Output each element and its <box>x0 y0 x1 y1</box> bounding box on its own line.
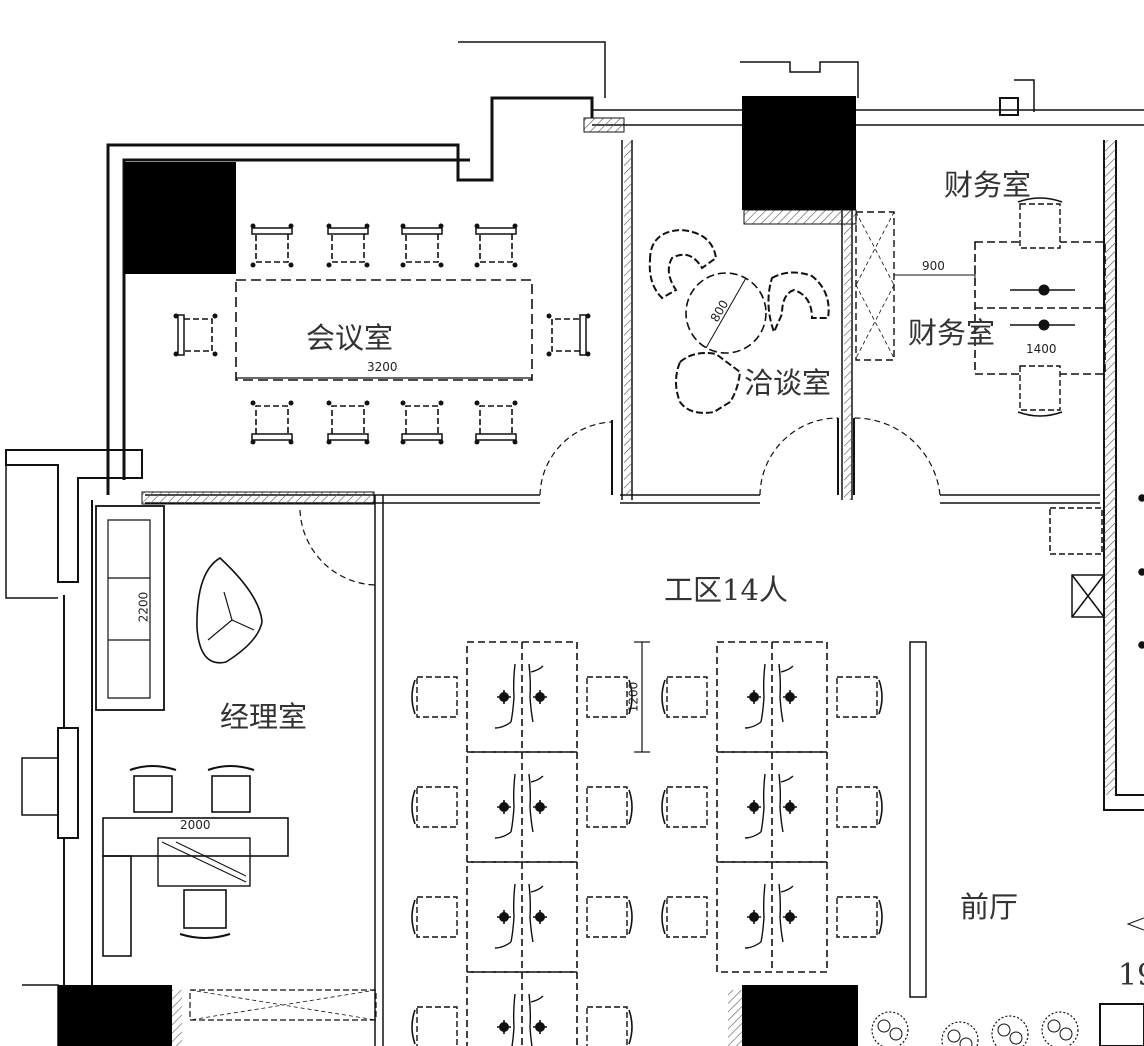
planters <box>871 1003 1144 1046</box>
workstations <box>411 641 883 1046</box>
workstation-dimension: 1200 <box>626 681 641 713</box>
outer-walls <box>5 41 1144 1046</box>
meeting-room-furniture <box>172 222 592 446</box>
finance-room-furniture <box>855 197 1106 417</box>
finance-room-label: 财务室 <box>908 316 996 350</box>
door-swings <box>299 417 941 586</box>
structural-columns <box>58 96 858 1046</box>
meeting-room-label: 会议室 <box>306 321 394 355</box>
bottom-cabinet <box>189 989 377 1021</box>
negotiation-room-label: 洽谈室 <box>744 366 832 400</box>
lobby-label: 前厅 <box>960 890 1019 924</box>
finance-gap-dimension: 900 <box>922 259 945 273</box>
work-area-label: 工区14人 <box>664 573 788 607</box>
manager-desk-dimension: 2000 <box>180 818 211 832</box>
negotiation-room-furniture <box>648 228 830 414</box>
manager-office-furniture <box>95 505 289 957</box>
sofa-dimension: 2200 <box>136 591 151 623</box>
reception-items <box>1049 494 1144 931</box>
hatched-walls <box>141 117 1116 1046</box>
finance-room-title: 财务室 <box>944 168 1032 202</box>
manager-office-label: 经理室 <box>220 700 308 734</box>
finance-desk-dimension: 1400 <box>1026 342 1057 356</box>
meeting-table-dimension: 3200 <box>367 360 398 374</box>
edge-number: 19 <box>1118 958 1144 993</box>
